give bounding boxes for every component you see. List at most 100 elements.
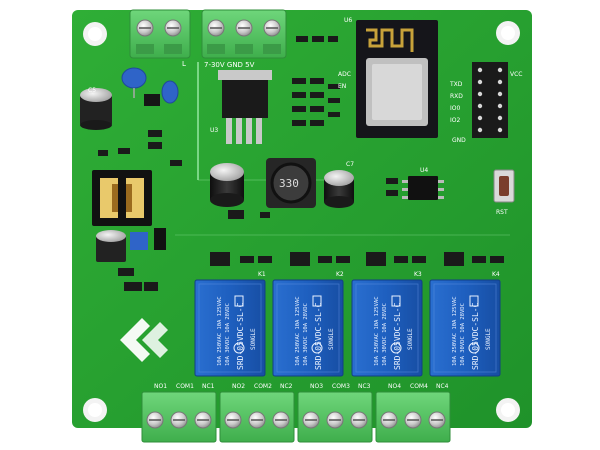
output-nc3: NC3 xyxy=(358,383,371,390)
power-inductor xyxy=(266,158,316,208)
output-com1: COM1 xyxy=(176,383,194,390)
transformer xyxy=(92,170,152,226)
pin-label-gnd: GND xyxy=(452,137,466,144)
output-no1: NO1 xyxy=(154,383,167,390)
smd-part xyxy=(118,148,130,154)
output-terminal-block-4 xyxy=(375,391,451,443)
relay-brand-text: SONGLE xyxy=(328,328,335,350)
relay-rating-line-1: 10A 250VAC 10A 125VAC xyxy=(374,296,380,366)
electrolytic-capacitor-c7 xyxy=(324,170,354,208)
smd-part xyxy=(98,150,108,156)
terminal-screw[interactable] xyxy=(146,411,164,429)
relay-model-text: SRD-05VDC-SL-C xyxy=(314,302,323,370)
voltage-regulator-u3 xyxy=(218,70,272,144)
terminal-screw[interactable] xyxy=(272,411,290,429)
terminal-block-power xyxy=(201,9,287,59)
mounting-hole-top-left xyxy=(83,22,107,46)
relay-label-k2: K2 xyxy=(336,271,344,278)
terminal-screw[interactable] xyxy=(350,411,368,429)
blue-small-part xyxy=(130,232,148,250)
output-no4: NO4 xyxy=(388,383,401,390)
pin-label-rxd: RXD xyxy=(450,93,463,100)
relay-label-k1: K1 xyxy=(258,271,266,278)
inductor-code: 330 xyxy=(279,177,299,190)
output-no3: NO3 xyxy=(310,383,323,390)
pin-header xyxy=(472,62,508,138)
smd-part xyxy=(118,268,134,276)
ceramic-capacitor xyxy=(121,67,147,98)
relay-model-text: SRD-05VDC-SL-C xyxy=(236,302,245,370)
u3-label: U3 xyxy=(210,127,218,134)
smd-resistor-array xyxy=(292,78,340,126)
terminal-screw[interactable] xyxy=(224,411,242,429)
electrolytic-capacitor-c5 xyxy=(80,88,112,130)
smd-part xyxy=(124,282,142,291)
output-nc2: NC2 xyxy=(280,383,293,390)
black-smd-chip xyxy=(144,94,160,106)
terminal-screw[interactable] xyxy=(380,411,398,429)
terminal-screw[interactable] xyxy=(194,411,212,429)
esp-wifi-module-u6 xyxy=(356,20,438,138)
mounting-hole-bottom-right xyxy=(496,398,520,422)
terminal-screw[interactable] xyxy=(302,411,320,429)
brand-logo xyxy=(120,318,168,362)
output-nc4: NC4 xyxy=(436,383,449,390)
pin-label-io2: IO2 xyxy=(450,117,460,124)
blue-disc-capacitor xyxy=(161,80,179,104)
relay-brand-text: SONGLE xyxy=(407,328,414,350)
output-terminal-block-1 xyxy=(141,391,217,443)
relay-model-text: SRD-05VDC-SL-C xyxy=(393,302,402,370)
relay-driver-area xyxy=(210,252,504,266)
pin-label-vcc: VCC xyxy=(510,71,522,78)
smd-part xyxy=(170,160,182,166)
pin-label-io0: IO0 xyxy=(450,105,460,112)
reset-button[interactable] xyxy=(493,169,515,203)
electrolytic-capacitor-left-of-inductor xyxy=(210,163,244,207)
terminal-l-label: L xyxy=(182,60,186,68)
relay-rating-line-2: 10A 30VDC 10A 28VDC xyxy=(225,303,231,366)
output-com2: COM2 xyxy=(254,383,272,390)
smd-part xyxy=(312,36,324,42)
pin-label-txd: TXD xyxy=(449,81,463,88)
smd-part xyxy=(148,130,162,137)
terminal-screw[interactable] xyxy=(428,411,446,429)
relay-model-text: SRD-05VDC-SL-C xyxy=(471,302,480,370)
terminal-screw[interactable] xyxy=(248,411,266,429)
smd-part xyxy=(260,212,270,218)
relay-label-k4: K4 xyxy=(492,271,500,278)
chip-u4 xyxy=(402,176,444,200)
relay-rating-line-2: 10A 30VDC 10A 28VDC xyxy=(303,303,309,366)
output-labels: NO1 COM1 NC1 NO2 COM2 NC2 NO3 COM3 NC3 N… xyxy=(154,383,449,390)
output-terminal-block-3 xyxy=(297,391,373,443)
output-nc1: NC1 xyxy=(202,383,215,390)
output-no2: NO2 xyxy=(232,383,245,390)
output-com3: COM3 xyxy=(332,383,350,390)
electrolytic-capacitor-left xyxy=(96,230,126,262)
terminal-screw[interactable] xyxy=(326,411,344,429)
smd-part xyxy=(228,210,244,219)
relay-rating-line-1: 10A 250VAC 10A 125VAC xyxy=(452,296,458,366)
output-terminal-block-2 xyxy=(219,391,295,443)
terminal-block-l xyxy=(129,9,191,59)
smd-part xyxy=(296,36,308,42)
terminal-screw[interactable] xyxy=(170,411,188,429)
output-com4: COM4 xyxy=(410,383,428,390)
c5-label: C5 xyxy=(88,87,96,94)
power-terminal-label: 7-30V GND 5V xyxy=(204,61,255,69)
smd-part xyxy=(386,190,398,196)
relay-rating-line-2: 10A 30VDC 10A 28VDC xyxy=(460,303,466,366)
smd-part xyxy=(386,178,398,184)
relay-rating-line-1: 10A 250VAC 10A 125VAC xyxy=(217,296,223,366)
relay-brand-text: SONGLE xyxy=(485,328,492,350)
pin-label-adc: ADC xyxy=(338,71,351,78)
relay-brand-text: SONGLE xyxy=(250,328,257,350)
terminal-screw[interactable] xyxy=(404,411,422,429)
relay-rating-line-1: 10A 250VAC 10A 125VAC xyxy=(295,296,301,366)
mounting-hole-bottom-left xyxy=(83,398,107,422)
relay-rating-line-2: 10A 30VDC 10A 28VDC xyxy=(382,303,388,366)
